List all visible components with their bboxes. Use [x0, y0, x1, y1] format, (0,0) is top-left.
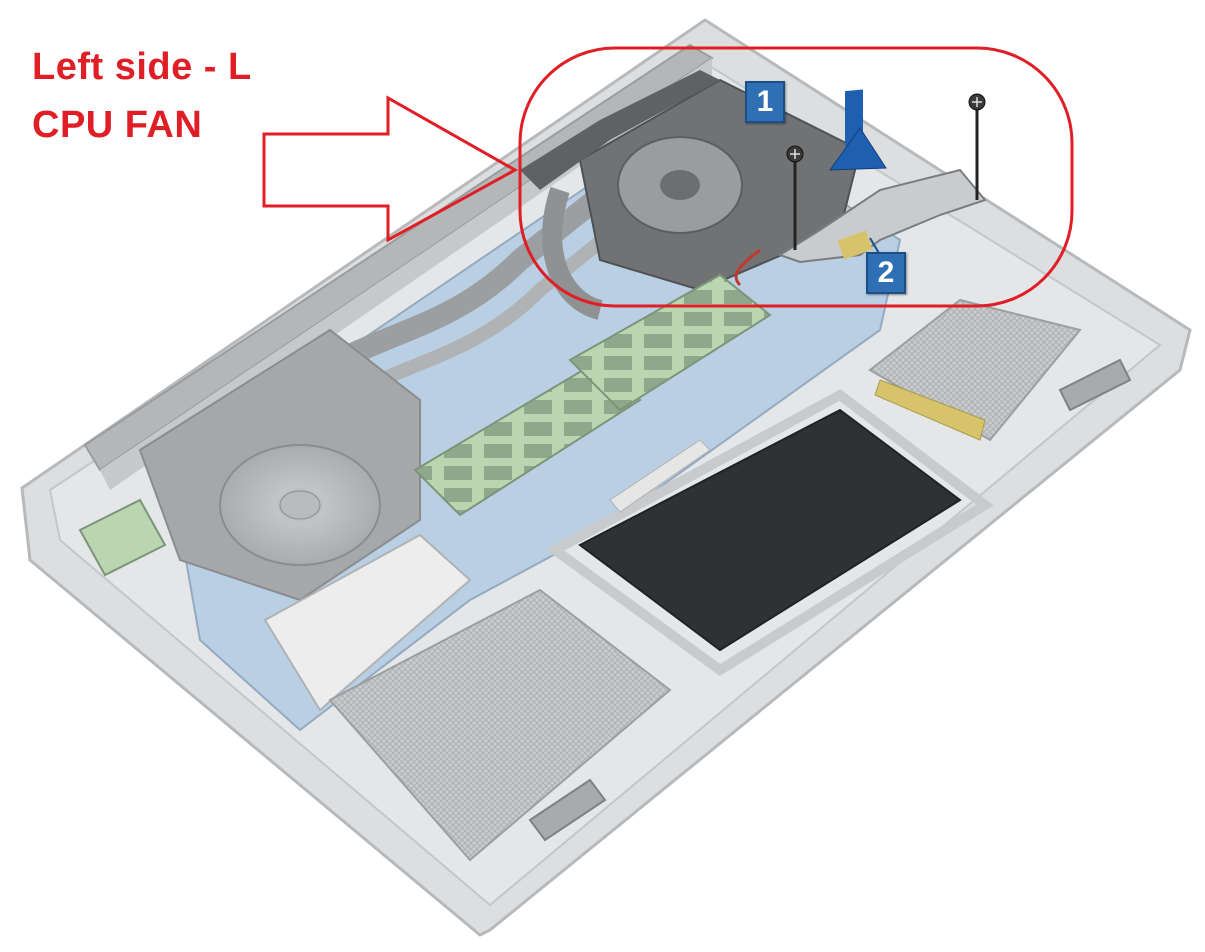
ram-module	[568, 273, 772, 412]
bracket-tape	[837, 230, 873, 260]
flex-cable	[874, 379, 986, 441]
cpu-fan-highlight	[518, 46, 1074, 308]
ram-module	[413, 358, 642, 517]
speaker	[1058, 358, 1132, 412]
fan-bracket	[777, 168, 987, 264]
cpu-fan-cable	[734, 248, 761, 287]
cpu-heatsink	[520, 70, 720, 190]
annotation-component-label: CPU FAN	[32, 104, 203, 146]
cpu-fan-hub	[660, 170, 700, 200]
pointer-arrow	[262, 95, 519, 243]
touchpad	[578, 408, 962, 652]
speaker	[528, 778, 607, 842]
annotation-side-label: Left side - L	[32, 46, 252, 88]
touchpad-bracket	[545, 389, 994, 677]
wifi-card	[78, 498, 167, 577]
screw-1	[786, 145, 804, 250]
left-fan-hub	[279, 490, 321, 520]
step-badge-1: 1	[745, 81, 785, 123]
ssd-module	[263, 533, 472, 712]
lift-arrow	[829, 89, 887, 171]
flex-cable	[609, 439, 711, 513]
step-badge-2: 2	[866, 252, 906, 294]
heat-pipe	[542, 186, 604, 320]
battery-cell	[328, 588, 672, 862]
screw-2	[968, 93, 986, 200]
